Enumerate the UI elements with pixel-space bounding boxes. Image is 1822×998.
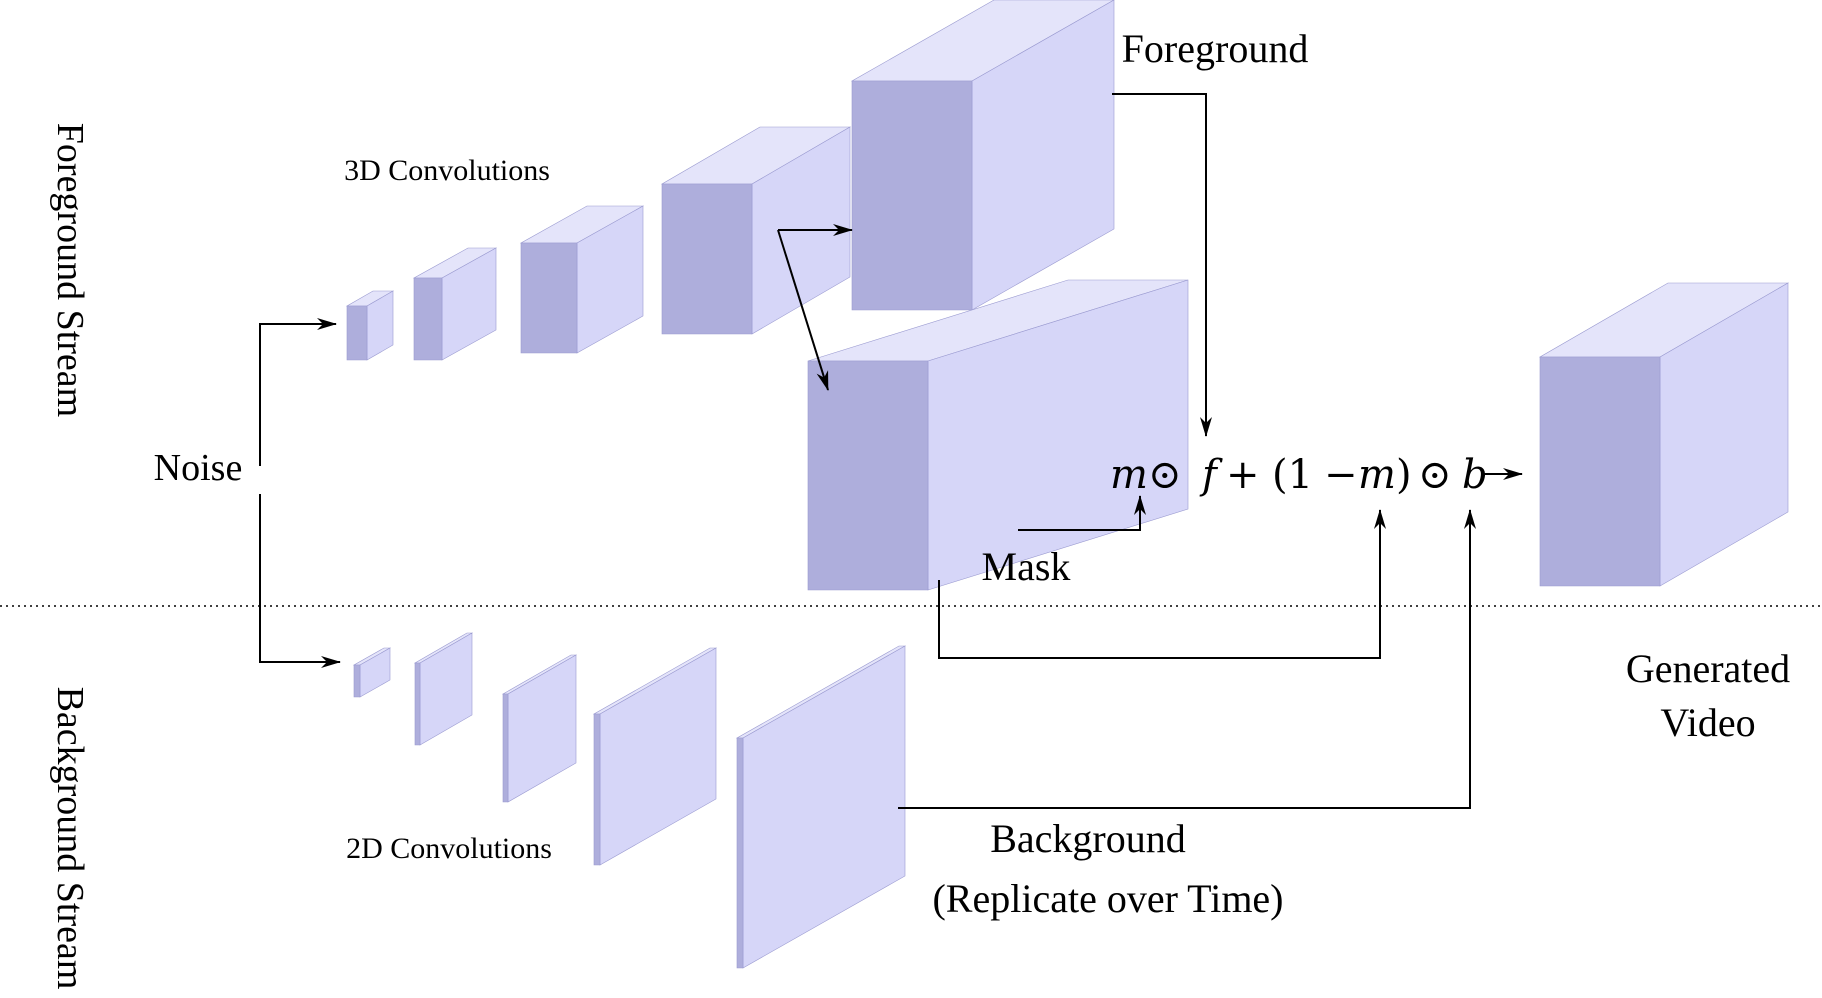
bg-block-5-side-face xyxy=(742,645,906,969)
bg-block-5 xyxy=(735,645,907,969)
formula-one-open: (1 xyxy=(1272,452,1313,498)
generated-label: Generated xyxy=(1626,646,1790,691)
bg-block-3-side-face xyxy=(507,654,577,803)
background-2d-conv-blocks xyxy=(352,632,907,969)
fg-block-3 xyxy=(519,205,645,354)
bg-block-3-front-face xyxy=(502,693,509,803)
background-label: Background xyxy=(990,816,1186,861)
fg-block-1 xyxy=(345,290,395,361)
conv2d-label: 2D Convolutions xyxy=(346,832,552,865)
video-label: Video xyxy=(1660,700,1755,745)
compositing-formula: m ⊙ f + (1 − m ) ⊙ b xyxy=(1110,452,1488,498)
bg-block-3 xyxy=(501,654,578,803)
bg-block-5-front-face xyxy=(736,737,744,969)
fg-block-6-front-face xyxy=(807,360,929,591)
conv3d-label: 3D Convolutions xyxy=(344,154,550,187)
foreground-label: Foreground xyxy=(1122,26,1309,71)
mask-to-m-arrow xyxy=(1018,495,1146,531)
bg-block-2 xyxy=(413,632,474,746)
formula-close: ) xyxy=(1396,452,1412,498)
foreground-stream-label: Foreground Stream xyxy=(49,123,91,417)
generated-video-block xyxy=(1538,282,1790,587)
fg-block-5 xyxy=(850,0,1115,311)
noise-to-foreground-arrow xyxy=(259,318,337,466)
background-replicate-label: (Replicate over Time) xyxy=(932,876,1283,921)
output-video-cube-front-face xyxy=(1539,356,1661,587)
formula-m-2: m xyxy=(1358,452,1396,498)
bg-block-2-side-face xyxy=(419,632,473,746)
formula-f: f xyxy=(1199,452,1223,498)
bg-block-1 xyxy=(352,647,392,698)
mask-to-one-minus-m-arrow xyxy=(938,509,1386,659)
formula-hadamard-1: ⊙ xyxy=(1148,452,1182,498)
fg-block-4-front-face xyxy=(661,183,753,335)
noise-label: Noise xyxy=(154,447,243,489)
split-to-mask-arrow xyxy=(777,229,829,391)
fg-block-6 xyxy=(807,279,1189,591)
foreground-to-formula-arrow xyxy=(1112,93,1212,437)
formula-plus: + xyxy=(1226,452,1260,498)
background-to-b-arrow xyxy=(898,509,1476,809)
mask-label: Mask xyxy=(982,544,1071,589)
fg-block-2 xyxy=(412,247,498,361)
fg-block-5-front-face xyxy=(851,80,973,311)
background-stream-label: Background Stream xyxy=(49,687,91,990)
fg-block-1-front-face xyxy=(346,305,368,361)
fg-block-3-front-face xyxy=(520,242,578,354)
fg-block-2-front-face xyxy=(413,277,443,361)
bg-block-4 xyxy=(592,647,718,866)
noise-to-background-arrow xyxy=(259,494,341,668)
foreground-3d-conv-blocks xyxy=(345,0,1189,591)
formula-minus: − xyxy=(1324,452,1358,498)
formula-hadamard-2: ⊙ xyxy=(1418,452,1452,498)
bg-block-1-front-face xyxy=(353,664,361,698)
formula-m: m xyxy=(1110,452,1148,498)
output-video-cube xyxy=(1538,282,1790,587)
bg-block-4-front-face xyxy=(593,713,601,866)
bg-block-2-front-face xyxy=(414,662,421,746)
